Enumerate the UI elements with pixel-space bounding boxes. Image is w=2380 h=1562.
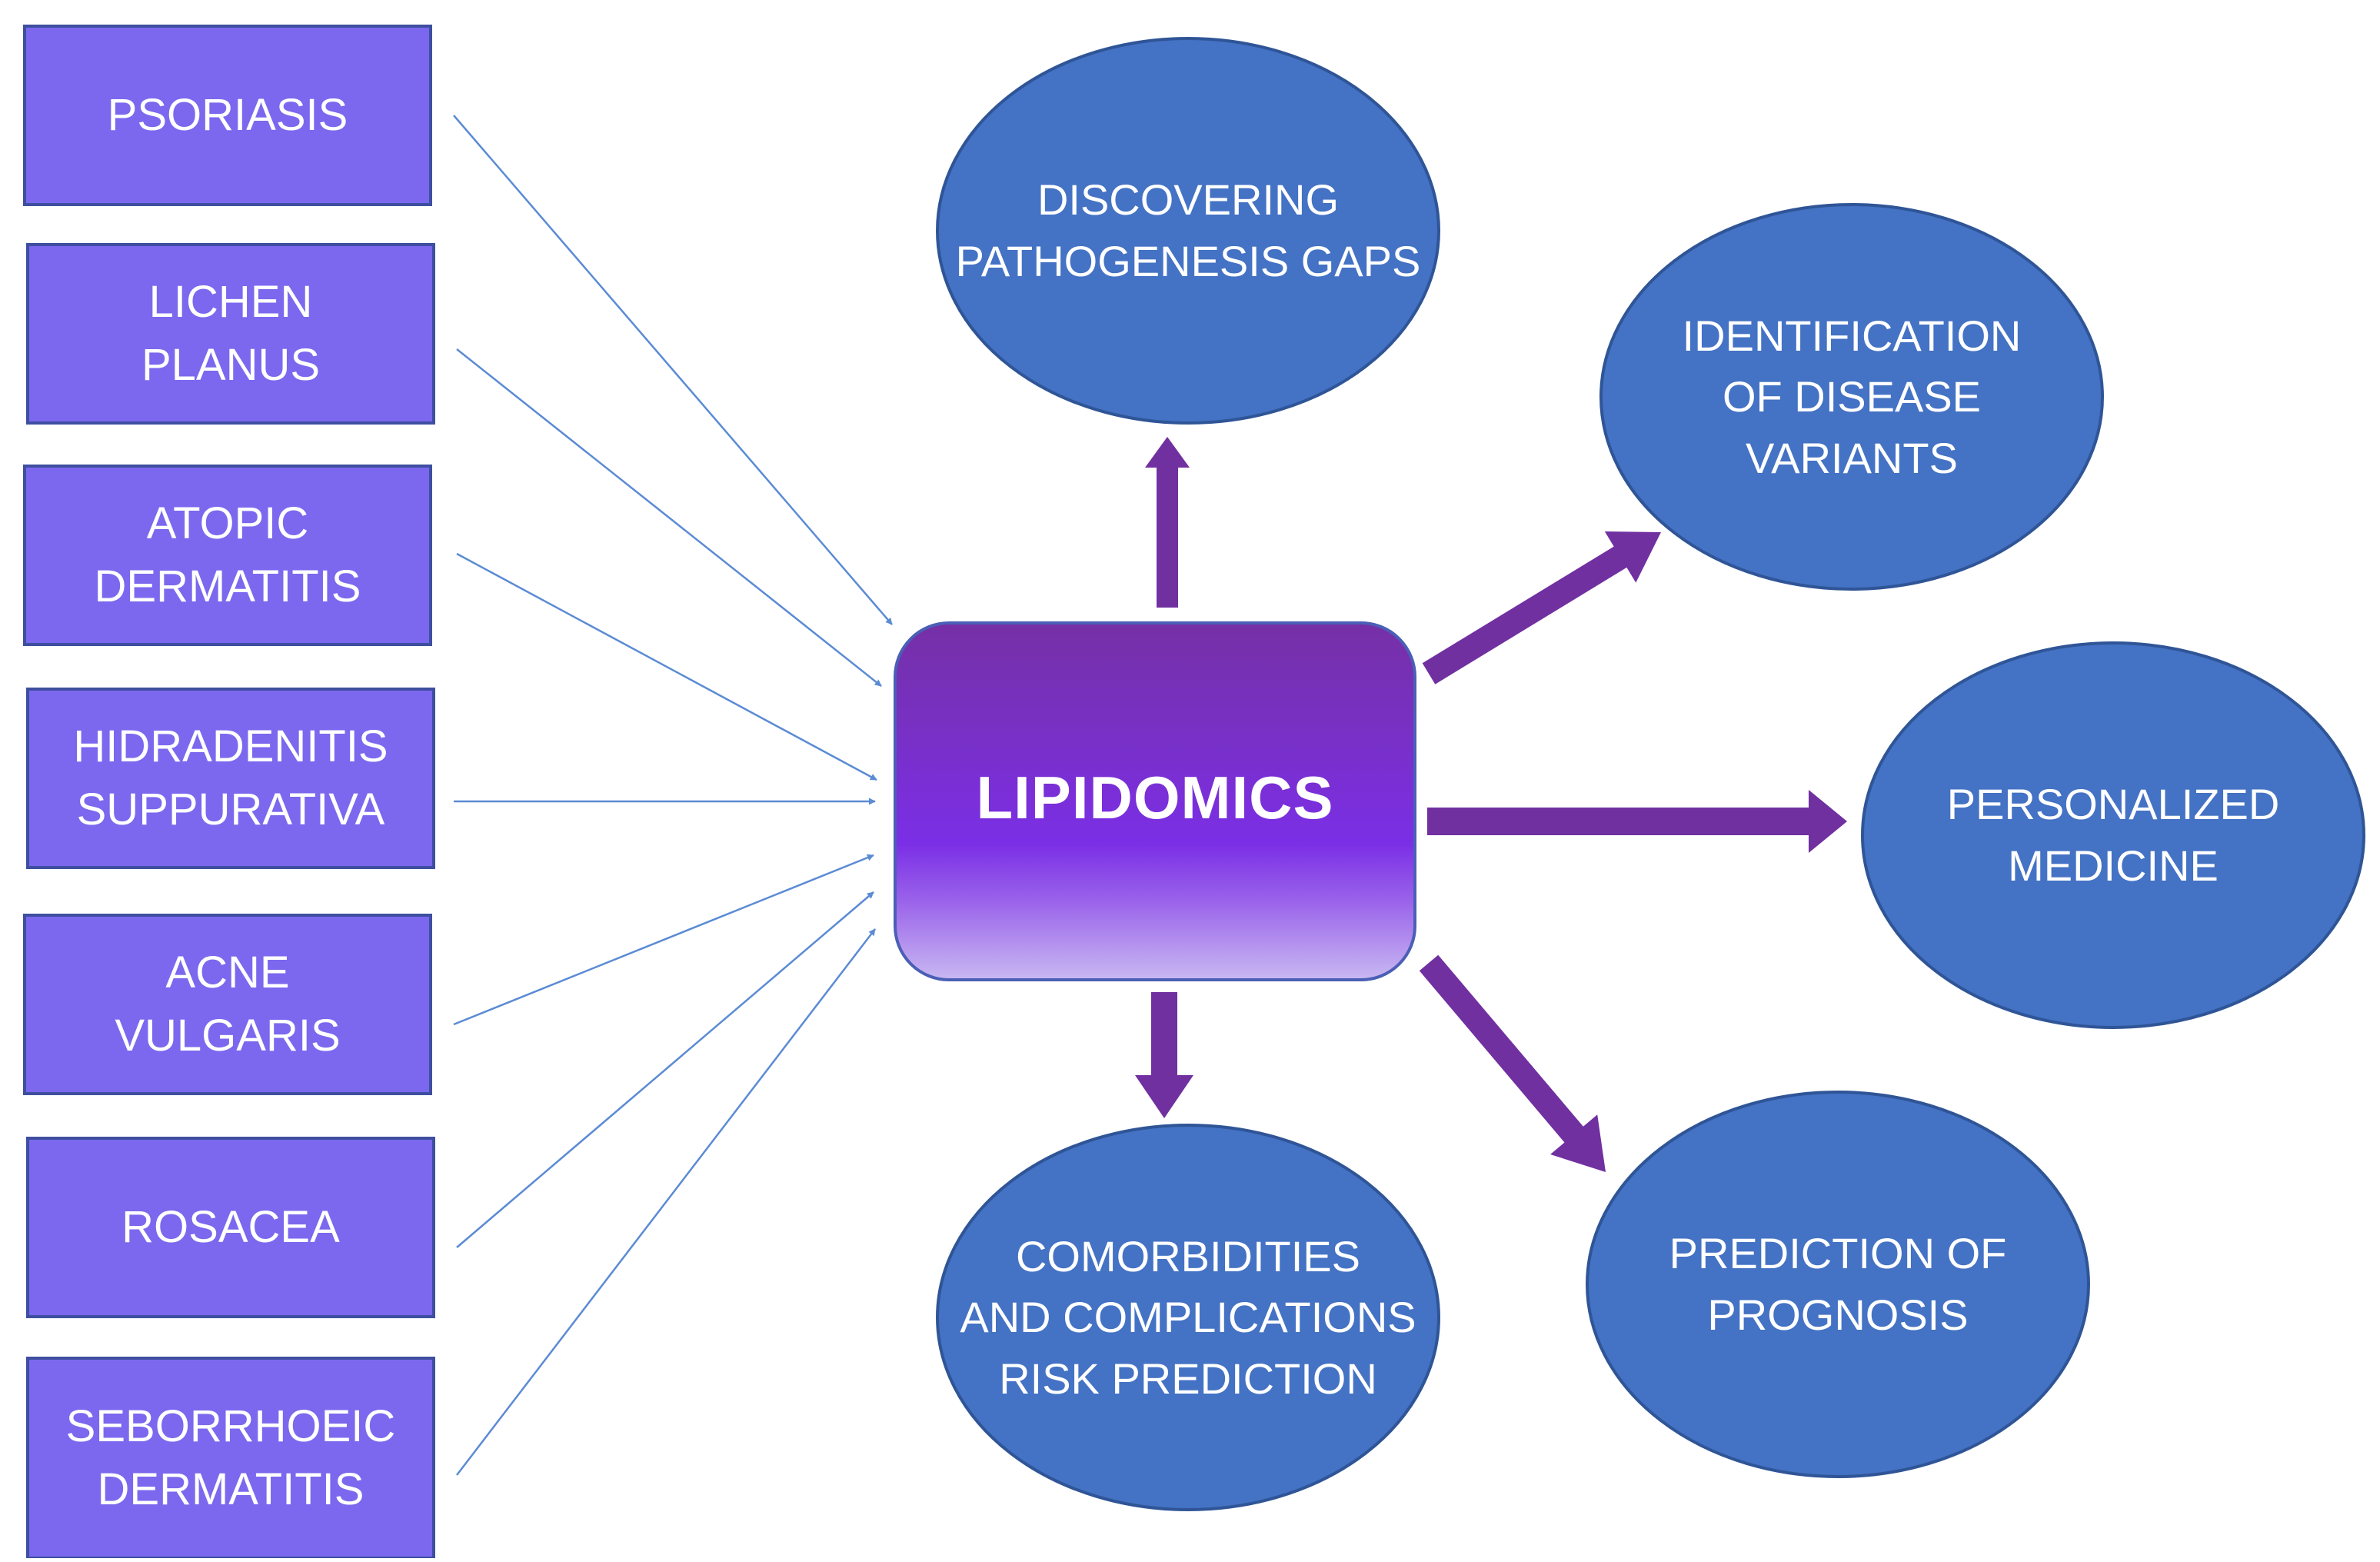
arrow-atopic-dermatitis-to-lipidomics: [456, 552, 877, 781]
outcome-label-comorbidities-risk-prediction: COMORBIDITIES AND COMPLICATIONS RISK PRE…: [960, 1231, 1416, 1403]
disease-box-hidradenitis-suppurativa: [26, 688, 435, 869]
outcome-label-identification-of-disease-variants: IDENTIFICATION OF DISEASE VARIANTS: [1682, 311, 2022, 482]
outcome-ellipse-comorbidities-risk-prediction: [936, 1124, 1440, 1511]
disease-box-psoriasis: [23, 25, 432, 206]
disease-label-seborrhoeic-dermatitis: SEBORRHOEIC DERMATITIS: [65, 1400, 396, 1514]
disease-label-rosacea: ROSACEA: [121, 1201, 340, 1252]
arrow-lipidomics-to-personalized-medicine: [1427, 790, 1847, 853]
arrow-lipidomics-to-prediction-of-prognosis: [1419, 954, 1606, 1172]
disease-label-acne-vulgaris: ACNE VULGARIS: [115, 947, 341, 1061]
arrow-lipidomics-to-discovering-pathogenesis-gaps: [1145, 437, 1190, 608]
disease-label-psoriasis: PSORIASIS: [107, 89, 348, 140]
disease-label-hidradenitis-suppurativa: HIDRADENITIS SUPPURATIVA: [73, 721, 388, 834]
outcome-ellipse-identification-of-disease-variants: [1599, 203, 2104, 591]
arrow-psoriasis-to-lipidomics: [453, 115, 893, 625]
arrow-lipidomics-to-identification-of-disease-variants: [1422, 531, 1661, 684]
outcome-label-personalized-medicine: PERSONALIZED MEDICINE: [1946, 780, 2280, 890]
disease-label-lichen-planus: LICHEN PLANUS: [141, 276, 321, 390]
disease-box-rosacea: [26, 1137, 435, 1318]
outcome-ellipse-prediction-of-prognosis: [1586, 1091, 2090, 1478]
outcome-label-prediction-of-prognosis: PREDICTION OF PROGNOSIS: [1669, 1229, 2007, 1339]
outcome-label-discovering-pathogenesis-gaps: DISCOVERING PATHOGENESIS GAPS: [955, 175, 1421, 285]
arrow-seborrhoeic-dermatitis-to-lipidomics: [456, 928, 876, 1476]
outcome-ellipse-personalized-medicine: [1861, 641, 2365, 1029]
disease-box-lichen-planus: [26, 243, 435, 425]
arrow-lichen-planus-to-lipidomics: [456, 348, 882, 687]
arrow-lipidomics-to-comorbidities-risk-prediction: [1135, 992, 1193, 1118]
disease-box-atopic-dermatitis: [23, 465, 432, 646]
lipidomics-center-box: [894, 621, 1416, 981]
disease-box-acne-vulgaris: [23, 914, 432, 1095]
outcome-ellipse-discovering-pathogenesis-gaps: [936, 37, 1440, 425]
lipidomics-center-label: LIPIDOMICS: [976, 763, 1334, 831]
disease-label-atopic-dermatitis: ATOPIC DERMATITIS: [94, 498, 361, 611]
arrow-rosacea-to-lipidomics: [456, 891, 874, 1248]
arrow-acne-vulgaris-to-lipidomics: [453, 854, 874, 1026]
